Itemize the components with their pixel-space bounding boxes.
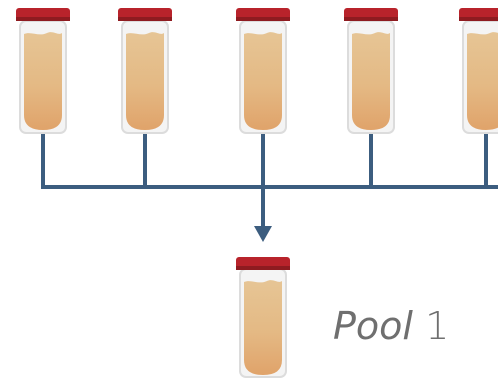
sample-tube-4 <box>344 8 398 134</box>
sample-tube-5 <box>459 8 498 134</box>
pool-label-number: 1 <box>425 304 450 348</box>
connector-lines <box>41 133 498 228</box>
pool-tube <box>236 257 290 378</box>
pool-label-word: Pool <box>333 304 413 348</box>
sample-tube-3 <box>236 8 290 134</box>
down-arrow-icon <box>254 226 272 242</box>
sample-tube-1 <box>16 8 70 134</box>
sample-tube-2 <box>118 8 172 134</box>
pool-label: Pool 1 <box>333 303 449 349</box>
